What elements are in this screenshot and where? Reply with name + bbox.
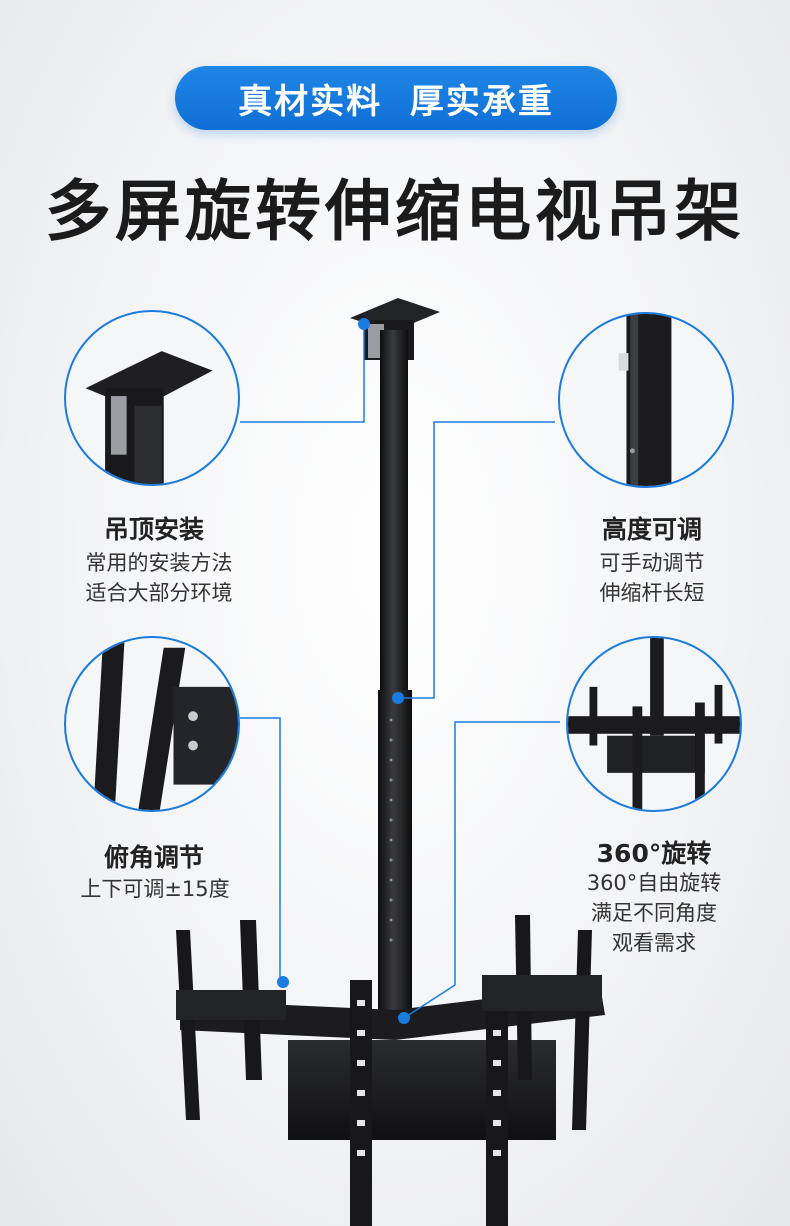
lower-pole — [378, 690, 412, 1020]
mount-hub-box — [288, 1040, 556, 1140]
feature-desc-line: 适合大部分环境 — [85, 581, 233, 605]
feature-desc-height: 可手动调节 伸缩杆长短 — [546, 548, 758, 608]
detail-circle-tilt — [64, 636, 240, 812]
detail-circle-rotate — [566, 636, 742, 812]
feature-title-ceiling: 吊顶安装 — [103, 515, 204, 544]
feature-desc-line: 常用的安装方法 — [85, 551, 233, 575]
feature-desc-line: 观看需求 — [612, 931, 696, 955]
feature-title-height: 高度可调 — [601, 515, 702, 544]
tagline-banner: 真材实料 厚实承重 — [175, 66, 617, 130]
connector-dot-ceiling — [358, 318, 370, 330]
feature-desc-rotate: 360°自由旋转 满足不同角度 观看需求 — [546, 868, 762, 958]
feature-desc-line: 可手动调节 — [599, 551, 705, 575]
detail-circle-height — [558, 312, 734, 488]
feature-desc-line: 伸缩杆长短 — [599, 581, 705, 605]
connector-dot-height — [392, 692, 404, 704]
feature-desc-tilt: 上下可调±15度 — [40, 874, 270, 904]
feature-desc-line: 上下可调±15度 — [80, 877, 230, 901]
page-title: 多屏旋转伸缩电视吊架 — [45, 173, 745, 250]
upper-pole — [380, 330, 408, 700]
tagline-text: 真材实料 厚实承重 — [238, 81, 554, 122]
feature-desc-line: 360°自由旋转 — [586, 871, 722, 895]
connector-dot-tilt — [277, 976, 289, 988]
feature-title-rotate: 360°旋转 — [596, 839, 712, 868]
detail-circle-ceiling — [64, 310, 240, 486]
feature-desc-line: 满足不同角度 — [591, 901, 717, 925]
connector-dot-rotate — [398, 1012, 410, 1024]
feature-title-tilt: 俯角调节 — [103, 843, 204, 872]
feature-desc-ceiling: 常用的安装方法 适合大部分环境 — [44, 548, 274, 608]
